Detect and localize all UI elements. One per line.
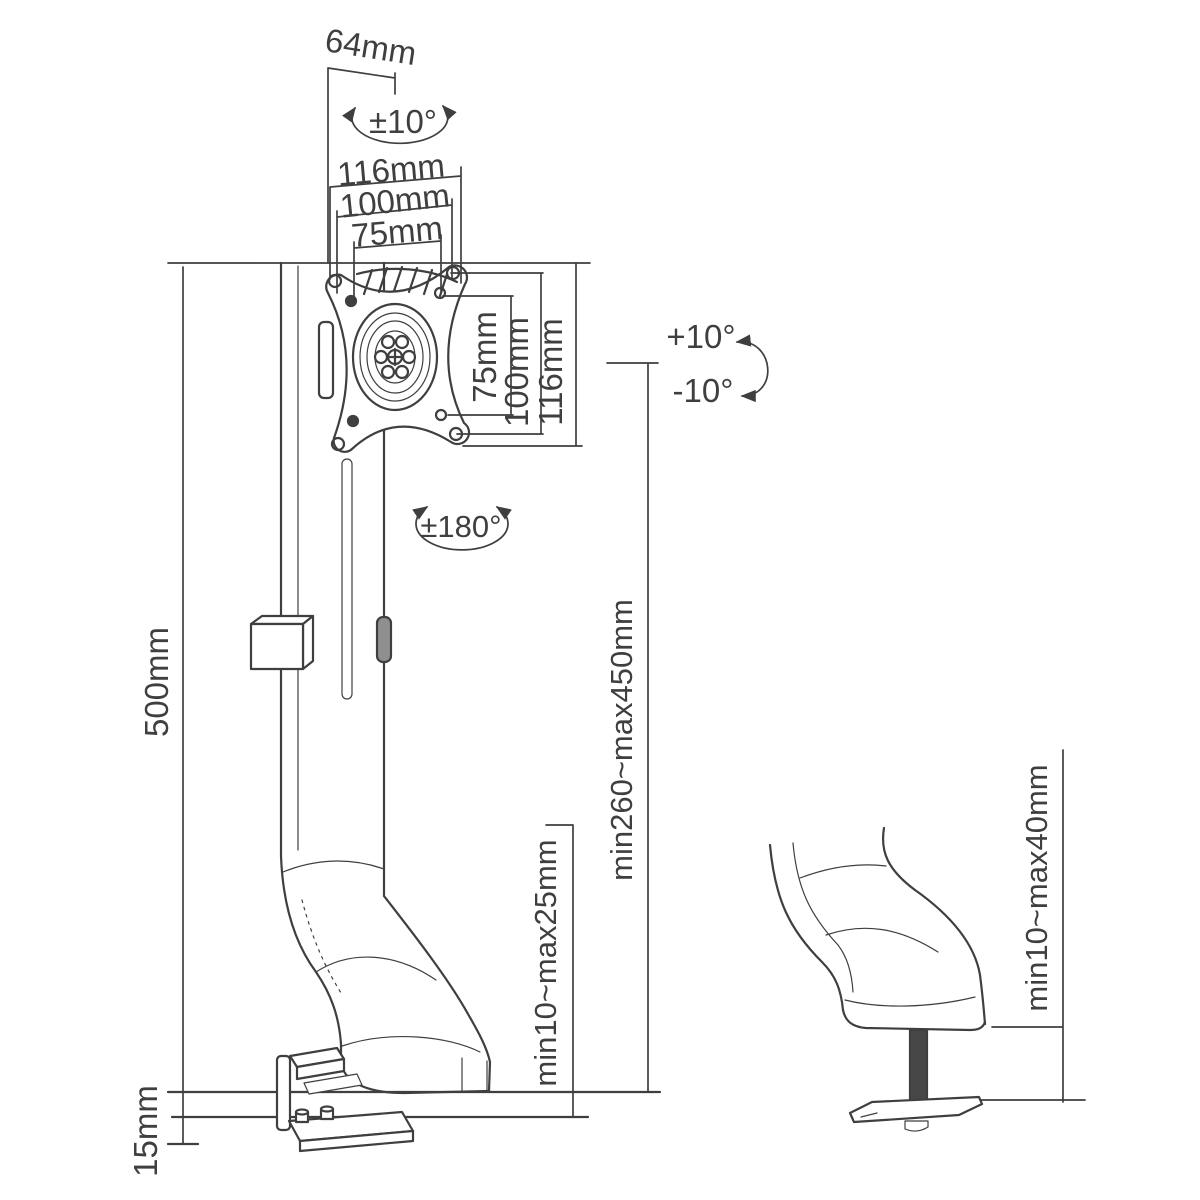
dim-label-desk-thickness: min10~max25mm [528, 839, 563, 1086]
clamp-back-plate [275, 1054, 292, 1132]
arm-seam-mid [315, 956, 437, 981]
vesa-holes [327, 265, 464, 452]
grommet-bolt [908, 1028, 929, 1104]
arm-left-profile [279, 854, 343, 1066]
foot-bottom [339, 1062, 491, 1095]
cable-clip-block [249, 614, 315, 671]
main-view [166, 261, 662, 1153]
tilt-arc [735, 334, 769, 403]
hub-flower [373, 334, 417, 380]
dim-lines-75mm-h [353, 234, 442, 298]
hole-inner-tl [344, 294, 358, 308]
dim-grommet-thickness: min10~max40mm [979, 749, 1086, 1103]
grommet-foot-bottom [841, 1008, 987, 1032]
dim-rotation-range: ±180° [412, 506, 512, 551]
dim-label-height-adjust: min260~max450mm [604, 599, 639, 881]
dim-label-height-116: 116mm [532, 318, 569, 426]
dim-tilt-range: +10° -10° [666, 318, 769, 409]
dim-label-height-100: 100mm [498, 317, 535, 427]
arm-edge-texture [301, 899, 344, 997]
grommet-arm-left [768, 843, 845, 1012]
dim-label-width-75: 75mm [350, 209, 445, 254]
dim-plate-height-100: 100mm [450, 272, 544, 435]
hole-inner-br [434, 408, 448, 422]
clamp-step-block [303, 1073, 363, 1095]
desk-clamp [275, 1046, 415, 1153]
grommet-foot-band [844, 996, 976, 1007]
grommet-base-bar [848, 1095, 984, 1124]
clamp-screws [294, 1105, 335, 1124]
grommet-arm-seam [792, 842, 854, 993]
dim-lines-grommet [979, 749, 1086, 1103]
grommet-base-notch [860, 1112, 878, 1118]
dim-label-rotation: ±180° [420, 509, 501, 544]
hub-screw-cross [385, 347, 405, 367]
dim-lines-75mm-v [442, 295, 514, 416]
dim-lines-100mm-v [450, 272, 544, 435]
arm-right-profile [382, 894, 492, 1093]
dim-plate-width-75: 75mm [350, 209, 445, 298]
dim-swivel-range: ±10° [342, 103, 457, 145]
foot-band-seam [341, 1036, 481, 1053]
dim-plate-height-75: 75mm [442, 295, 514, 416]
plate-edge-clip [317, 320, 335, 400]
dimension-annotations: 500mm 15mm 64mm ±10° 116mm 100mm 75mm [127, 21, 1086, 1177]
bracket-hatch-band [355, 265, 459, 298]
dim-height-adjust: min260~max450mm [604, 362, 659, 1093]
hub-ring-inner [366, 320, 424, 394]
dim-label-column-height: 500mm [138, 627, 175, 737]
arm-foot [279, 854, 492, 1095]
clip-front-face [249, 622, 305, 671]
hub-ring-mid [359, 312, 431, 402]
hole-inner-tr [433, 286, 447, 300]
dim-label-arm-offset: 64mm [323, 21, 419, 72]
adjustment-slot [341, 458, 353, 700]
grommet-seam-mid [825, 927, 939, 953]
rotation-arc [412, 506, 512, 551]
dim-column-height: 500mm [138, 266, 184, 1145]
dim-lines-height-adjust [606, 362, 659, 1093]
hole-inner-bl [346, 414, 360, 428]
vesa-plate [317, 264, 471, 453]
dim-label-clamp-base-height: 15mm [127, 1085, 164, 1177]
swivel-arc [342, 104, 457, 145]
dim-label-tilt-up: +10° [666, 318, 735, 355]
hole-corner-tl [327, 273, 343, 289]
clamp-top-jaw-front [295, 1057, 346, 1081]
dim-plate-width-116: 116mm [329, 146, 462, 284]
clip-side-face [301, 614, 315, 671]
dim-lines-116mm-v [462, 262, 583, 447]
dim-desk-thickness: min10~max25mm [528, 824, 574, 1118]
grommet-body-right [882, 826, 987, 1026]
dim-label-height-75: 75mm [466, 311, 503, 403]
dim-label-grommet-thickness: min10~max40mm [1019, 764, 1054, 1011]
dim-plate-height-116: 116mm [462, 262, 583, 447]
dim-lines-116mm-h [329, 166, 462, 284]
swivel-hub [351, 302, 439, 412]
dim-lines-100mm-h [336, 198, 453, 294]
tension-knob [375, 615, 393, 664]
arm-seam-top [282, 860, 385, 873]
dim-label-tilt-down: -10° [673, 372, 734, 409]
dim-lines-64mm [327, 67, 396, 264]
dim-label-swivel-range: ±10° [369, 103, 437, 140]
grommet-nut [904, 1120, 929, 1132]
dim-lines-desk-thickness [545, 824, 574, 1118]
hole-corner-bl [330, 436, 346, 452]
grommet-view [768, 826, 987, 1132]
foot-toe-block [461, 1057, 488, 1092]
clamp-foot-front [298, 1129, 415, 1153]
grommet-seam-top [799, 864, 887, 879]
